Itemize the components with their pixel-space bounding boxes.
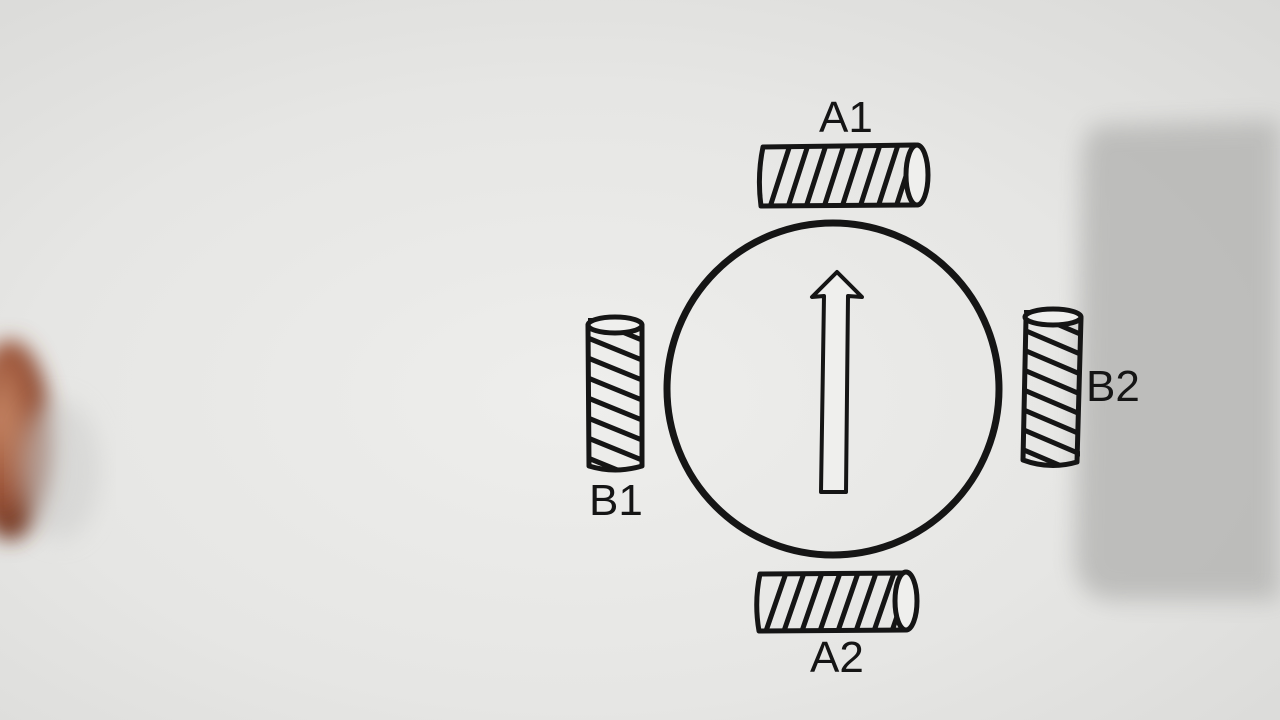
coil-b1 (585, 314, 645, 473)
finger-shadow (20, 400, 100, 540)
coil-a1 (756, 142, 931, 209)
coil-label-a2: A2 (810, 633, 864, 682)
coil-b2 (1020, 306, 1084, 468)
coil-label-a1: A1 (819, 93, 873, 142)
coil-label-b2: B2 (1086, 362, 1140, 411)
coil-a2 (754, 569, 920, 634)
rotor-circle (663, 219, 1003, 559)
rotor-arrow (810, 270, 864, 494)
coil-label-b1: B1 (589, 476, 643, 525)
phone-shadow (1075, 120, 1280, 600)
